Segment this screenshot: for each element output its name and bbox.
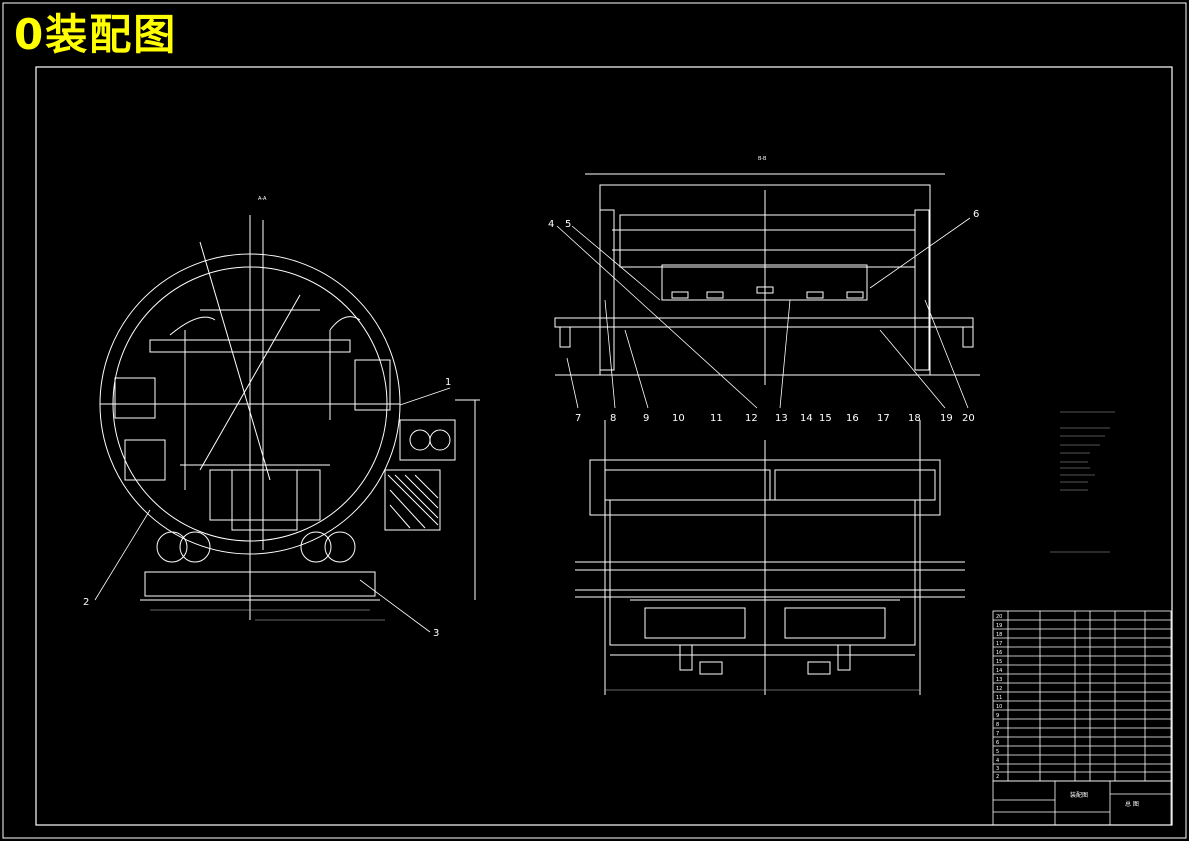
bom-row-19: 19 <box>996 623 1002 629</box>
part-label-11: 11 <box>710 413 723 424</box>
svg-text:A-A: A-A <box>258 196 267 202</box>
bom-row-15: 15 <box>996 659 1002 665</box>
bom-row-16: 16 <box>996 650 1002 656</box>
plan-view <box>575 420 965 695</box>
bom-row-18: 18 <box>996 632 1002 638</box>
inner-border <box>35 66 1173 826</box>
part-label-4: 4 <box>548 219 554 230</box>
title-block <box>992 780 1172 826</box>
bom-row-8: 8 <box>996 722 999 728</box>
part-label-18: 18 <box>908 413 921 424</box>
bom-row-20: 20 <box>996 614 1002 620</box>
bom-row-3: 3 <box>996 766 999 772</box>
part-label-9: 9 <box>643 413 649 424</box>
part-label-2: 2 <box>83 597 89 608</box>
bom-row-7: 7 <box>996 731 999 737</box>
bom-row-6: 6 <box>996 740 999 746</box>
part-label-16: 16 <box>846 413 859 424</box>
bom-row-14: 14 <box>996 668 1002 674</box>
part-label-10: 10 <box>672 413 685 424</box>
part-label-1: 1 <box>445 377 451 388</box>
bom-row-9: 9 <box>996 713 999 719</box>
title-block-name: 总 图 <box>1125 800 1139 808</box>
spec-notes <box>1050 411 1115 553</box>
part-label-3: 3 <box>433 628 439 639</box>
part-label-15: 15 <box>819 413 832 424</box>
svg-text:B-B: B-B <box>758 156 767 162</box>
bom-row-10: 10 <box>996 704 1002 710</box>
part-label-8: 8 <box>610 413 616 424</box>
drawing-title: 0装配图 <box>14 10 178 59</box>
bom-row-12: 12 <box>996 686 1002 692</box>
bom-row-11: 11 <box>996 695 1002 701</box>
part-label-19: 19 <box>940 413 953 424</box>
bom-row-numbers: 20 19 18 17 16 15 14 13 12 11 10 9 8 7 6… <box>996 614 1002 780</box>
bom-row-5: 5 <box>996 749 999 755</box>
part-label-14: 14 <box>800 413 813 424</box>
part-label-20: 20 <box>962 413 975 424</box>
bom-row-17: 17 <box>996 641 1002 647</box>
bom-row-13: 13 <box>996 677 1002 683</box>
title-block-label: 装配图 <box>1070 791 1088 799</box>
side-view-b-b: B-B <box>554 156 980 409</box>
bom-table <box>992 610 1172 782</box>
bom-row-2: 2 <box>996 774 999 780</box>
part-label-13: 13 <box>775 413 788 424</box>
part-label-7: 7 <box>575 413 581 424</box>
part-label-6: 6 <box>973 209 979 220</box>
part-label-17: 17 <box>877 413 890 424</box>
part-label-5: 5 <box>565 219 571 230</box>
section-view-a-a: A-A <box>94 196 480 633</box>
bom-row-4: 4 <box>996 758 999 764</box>
part-label-12: 12 <box>745 413 758 424</box>
